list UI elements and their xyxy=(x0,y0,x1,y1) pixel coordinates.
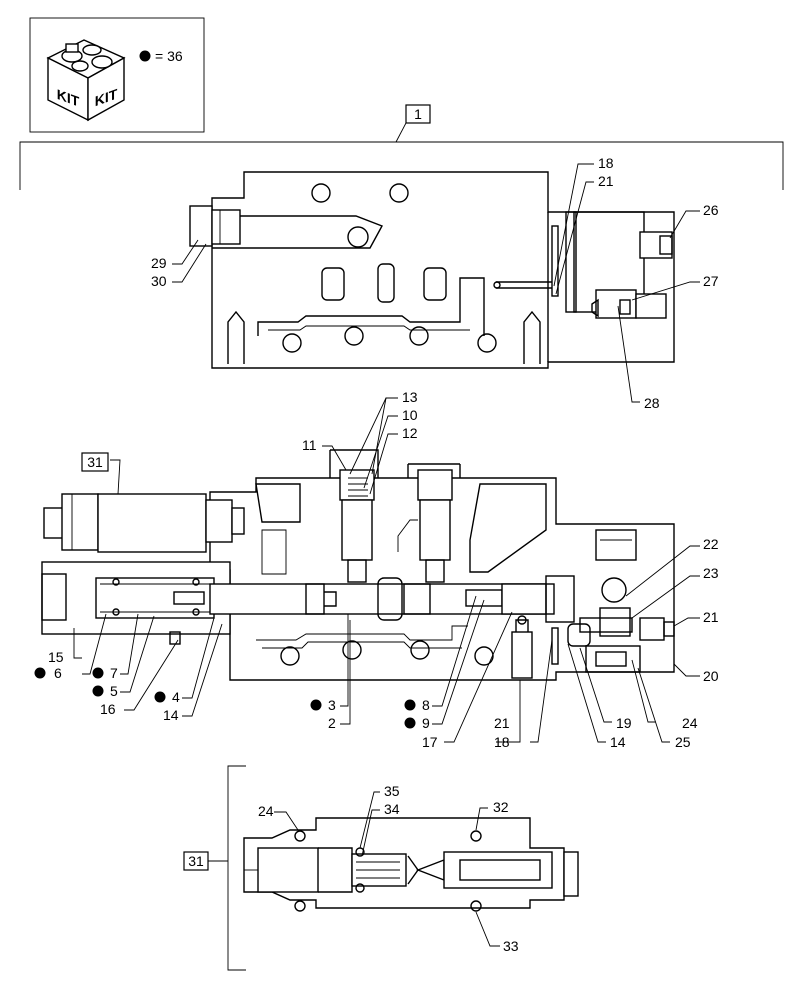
callout-9: 9 xyxy=(422,715,430,731)
kit-bullet-6 xyxy=(34,667,46,679)
valve-section-top-view xyxy=(189,171,675,369)
kit-bullet-3 xyxy=(310,699,322,711)
callout-6: 6 xyxy=(54,665,62,681)
callout-31: 31 xyxy=(87,454,103,470)
callout-20: 20 xyxy=(703,668,719,684)
callout-14-right: 14 xyxy=(610,734,626,750)
callout-21-mid: 21 xyxy=(494,715,510,731)
callout-5: 5 xyxy=(110,683,118,699)
callout-labels: 29 30 18 21 26 27 28 13 10 12 11 31 15 6… xyxy=(34,155,719,954)
callout-1: 1 xyxy=(414,106,422,122)
callout-24: 24 xyxy=(682,715,698,731)
callout-28: 28 xyxy=(644,395,660,411)
valve-section-cutaway xyxy=(41,449,675,681)
callout-30: 30 xyxy=(151,273,167,289)
callout-3: 3 xyxy=(328,697,336,713)
kit-bullet-4 xyxy=(154,691,166,703)
callout-34: 34 xyxy=(384,801,400,817)
assembly-1-bracket: 1 xyxy=(19,104,784,190)
callout-18: 18 xyxy=(598,155,614,171)
callout-11: 11 xyxy=(302,437,317,453)
callout-31-detail: 31 xyxy=(188,853,204,869)
kit-legend-text: = 36 xyxy=(155,48,183,64)
kit-bullet-7 xyxy=(92,667,104,679)
callout-25: 25 xyxy=(675,734,691,750)
callout-8: 8 xyxy=(422,697,430,713)
callout-21-right: 21 xyxy=(703,609,719,625)
callout-14: 14 xyxy=(163,707,179,723)
callout-35: 35 xyxy=(384,783,400,799)
kit-bullet-5 xyxy=(92,685,104,697)
callout-17: 17 xyxy=(422,734,438,750)
kit-legend: KIT KIT = 36 xyxy=(29,17,205,133)
callout-10: 10 xyxy=(402,407,418,423)
kit-bullet-9 xyxy=(404,717,416,729)
callout-31-box xyxy=(81,452,109,472)
callout-22: 22 xyxy=(703,536,719,552)
callout-2: 2 xyxy=(328,715,336,731)
callout-26: 26 xyxy=(703,202,719,218)
kit-bullet-icon xyxy=(139,50,151,62)
callout-7: 7 xyxy=(110,665,118,681)
callout-12: 12 xyxy=(402,425,418,441)
callout-27: 27 xyxy=(703,273,719,289)
leader-lines xyxy=(73,163,700,947)
callout-19: 19 xyxy=(616,715,632,731)
callout-32: 32 xyxy=(493,799,509,815)
kit-bullet-8 xyxy=(404,699,416,711)
callout-29: 29 xyxy=(151,255,167,271)
kit-box-icon: KIT KIT xyxy=(46,39,126,122)
callout-4: 4 xyxy=(172,689,180,705)
callout-15: 15 xyxy=(48,649,64,665)
callout-18-mid: 18 xyxy=(494,734,510,750)
detail-31-bracket xyxy=(183,765,246,971)
callout-21: 21 xyxy=(598,173,614,189)
solenoid-cartridge-detail xyxy=(243,817,579,912)
callout-16: 16 xyxy=(100,701,116,717)
callout-24-detail: 24 xyxy=(258,803,274,819)
callout-23: 23 xyxy=(703,565,719,581)
callout-33: 33 xyxy=(503,938,519,954)
callout-13: 13 xyxy=(402,389,418,405)
